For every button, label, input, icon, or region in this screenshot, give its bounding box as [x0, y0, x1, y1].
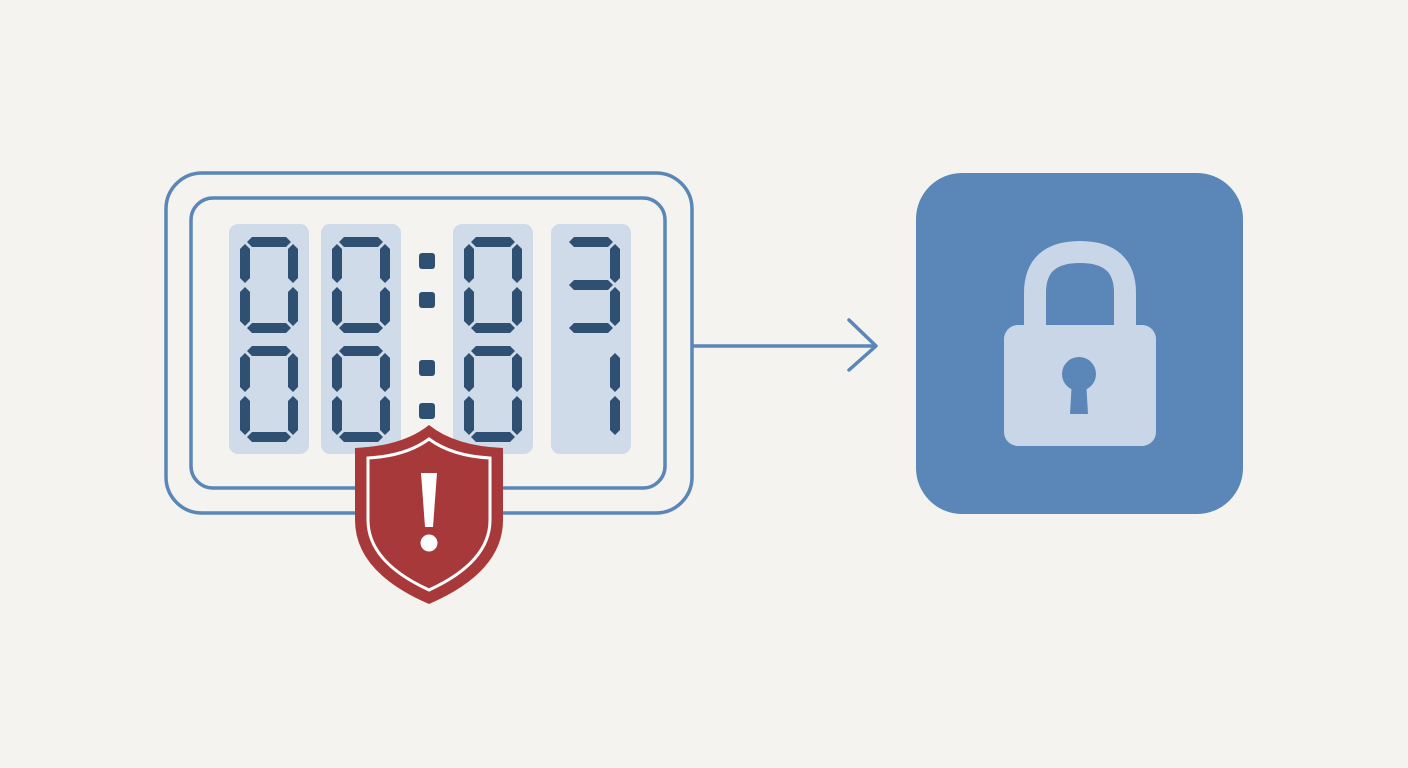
digit-segment	[610, 353, 620, 392]
digit-segment	[247, 323, 291, 333]
seven-segment-digit	[569, 237, 620, 333]
digit-segment	[464, 287, 474, 326]
colon-separator-top	[419, 253, 435, 308]
colon-separator-bottom	[419, 360, 435, 419]
digit-segment	[332, 244, 342, 283]
digit-segment	[610, 287, 620, 326]
digit-segment	[240, 396, 250, 435]
digit-segment	[610, 396, 620, 435]
seven-segment-digit	[332, 237, 390, 333]
digit-segment	[471, 432, 515, 442]
digit-segment	[339, 237, 383, 247]
digit-segment	[569, 237, 613, 247]
shield-exclamation-icon	[355, 425, 503, 604]
digit-segment	[464, 396, 474, 435]
digit-segment	[288, 396, 298, 435]
exclamation-mark	[421, 473, 437, 527]
digit-segment	[380, 244, 390, 283]
digit-panel-4	[551, 224, 631, 454]
digit-segment	[471, 346, 515, 356]
digit-segment	[471, 323, 515, 333]
digit-segment	[240, 244, 250, 283]
seven-segment-digit	[464, 237, 522, 333]
digit-panel-1	[229, 224, 309, 454]
keyhole-icon	[1062, 357, 1096, 414]
digit-segment	[512, 287, 522, 326]
digit-segment	[512, 396, 522, 435]
digit-segment	[339, 432, 383, 442]
digit-segment	[332, 396, 342, 435]
digit-panel-3	[453, 224, 533, 454]
digit-segment	[339, 323, 383, 333]
digit-segment	[380, 396, 390, 435]
digit-segment	[332, 287, 342, 326]
digit-segment	[512, 244, 522, 283]
seven-segment-digit	[464, 346, 522, 442]
digit-segment	[569, 323, 613, 333]
digit-segment	[288, 287, 298, 326]
seven-segment-digit	[240, 237, 298, 333]
countdown-timer	[164, 171, 694, 515]
padlock-icon	[1004, 240, 1156, 446]
digit-segment	[240, 287, 250, 326]
digit-segment	[288, 244, 298, 283]
digit-segment	[240, 353, 250, 392]
lock-tile	[916, 173, 1243, 514]
seven-segment-digit	[240, 346, 298, 442]
timer-digits	[240, 237, 620, 442]
digit-segment	[512, 353, 522, 392]
digit-segment	[569, 280, 613, 290]
seven-segment-digit	[610, 353, 620, 435]
arrow-right-icon	[692, 318, 878, 372]
digit-segment	[332, 353, 342, 392]
digit-segment	[464, 244, 474, 283]
digit-segment	[471, 237, 515, 247]
digit-segment	[339, 346, 383, 356]
exclamation-dot	[420, 534, 438, 552]
digit-segment	[247, 237, 291, 247]
digit-segment	[610, 244, 620, 283]
seven-segment-digit	[332, 346, 390, 442]
digit-segment	[247, 432, 291, 442]
digit-segment	[380, 353, 390, 392]
digit-segment	[464, 353, 474, 392]
digit-segment	[380, 287, 390, 326]
digit-panel-2	[321, 224, 401, 454]
digit-segment	[288, 353, 298, 392]
digit-segment	[247, 346, 291, 356]
